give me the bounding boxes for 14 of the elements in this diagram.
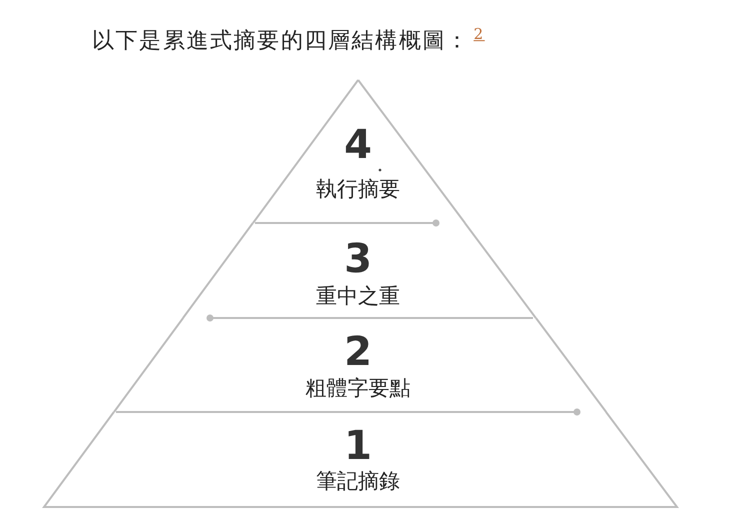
pyramid-tier xyxy=(44,412,677,507)
tier-label: 重中之重 xyxy=(316,284,400,308)
tier-number: 3 xyxy=(344,239,372,279)
pyramid-tier xyxy=(252,80,465,223)
tier-label: 執行摘要 xyxy=(316,176,400,202)
tier-label: 粗體字要點 xyxy=(305,376,410,400)
pyramid-tier xyxy=(182,223,536,318)
tier-label: 筆記摘錄 xyxy=(316,468,400,494)
pyramid-tier xyxy=(114,318,606,412)
heading: 以下是累進式摘要的四層結構概圖：$^{2}$ xyxy=(92,25,485,55)
tier-number: 1 xyxy=(344,426,372,466)
footnote-link: 2 xyxy=(474,25,485,44)
tier-number: 2 xyxy=(344,332,372,372)
tier-number: 4 xyxy=(344,125,372,165)
